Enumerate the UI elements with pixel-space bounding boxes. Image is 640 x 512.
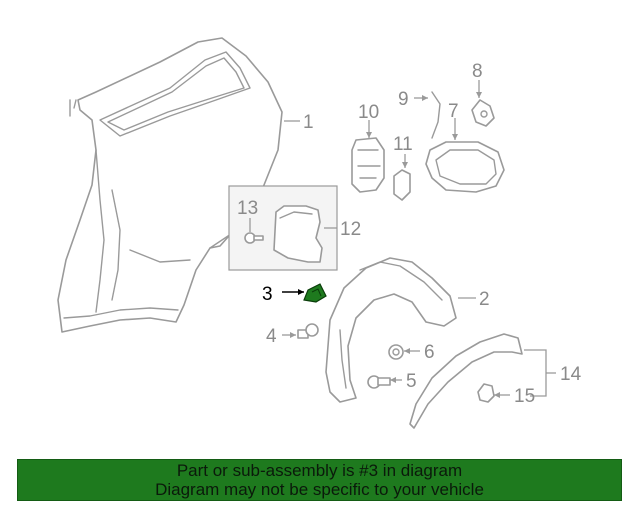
hinge-part xyxy=(471,99,495,127)
callout-11: 11 xyxy=(393,134,413,155)
clip-part-15 xyxy=(477,383,495,403)
nut-part-6 xyxy=(388,344,404,360)
callout-8: 8 xyxy=(472,61,483,82)
callout-6: 6 xyxy=(424,342,435,363)
callout-2: 2 xyxy=(479,289,490,310)
fuel-door-part xyxy=(425,141,505,193)
callout-5: 5 xyxy=(406,371,417,392)
fuel-housing-part xyxy=(351,137,385,193)
info-banner: Part or sub-assembly is #3 in diagram Di… xyxy=(17,459,622,501)
mud-flap-part xyxy=(273,205,323,263)
callout-12: 12 xyxy=(340,219,361,240)
banner-line-2: Diagram may not be specific to your vehi… xyxy=(155,480,484,499)
quarter-panel-part xyxy=(57,37,283,333)
wheel-liner-part xyxy=(325,257,457,403)
callout-15: 15 xyxy=(514,386,535,407)
callout-13: 13 xyxy=(237,198,258,219)
callout-10: 10 xyxy=(358,102,379,123)
banner-line-1: Part or sub-assembly is #3 in diagram xyxy=(176,461,463,480)
push-pin-part xyxy=(244,232,264,244)
callout-4: 4 xyxy=(266,326,277,347)
callout-9: 9 xyxy=(398,89,409,110)
bolt-part-5 xyxy=(367,375,391,389)
callout-3: 3 xyxy=(262,284,273,305)
arch-molding-part xyxy=(409,333,523,429)
callout-7: 7 xyxy=(448,101,459,122)
release-cable-part xyxy=(431,91,441,139)
retainer-clip-part-3 xyxy=(303,283,327,303)
callout-1: 1 xyxy=(303,112,314,133)
actuator-part xyxy=(393,169,411,201)
screw-part-4 xyxy=(297,323,319,339)
callout-14: 14 xyxy=(560,364,582,385)
